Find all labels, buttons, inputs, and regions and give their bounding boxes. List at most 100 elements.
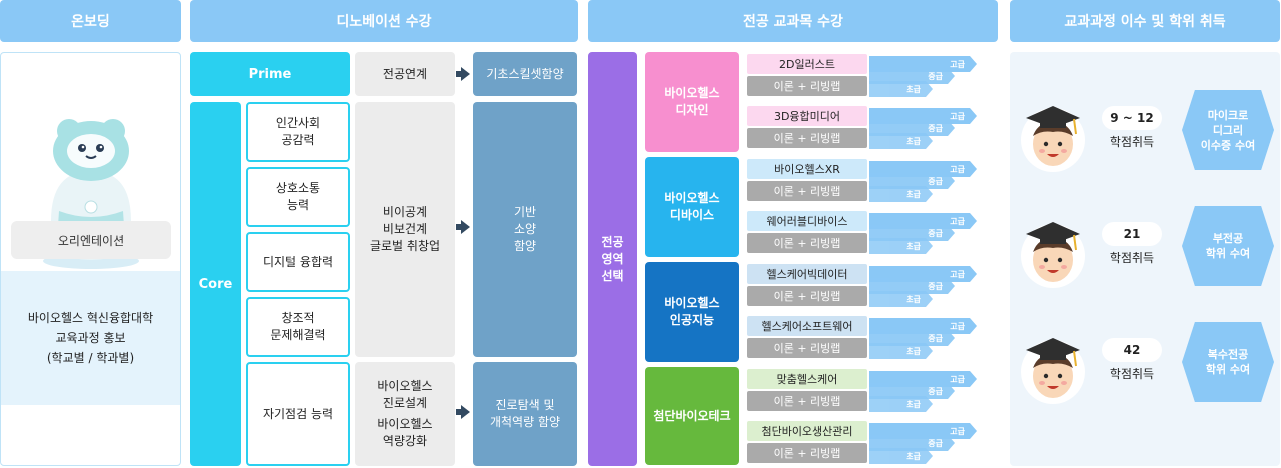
course-theory-lab: 이론 + 리빙랩 — [747, 443, 867, 463]
promo-box: 바이오헬스 혁신융합대학 교육과정 홍보 (학교별 / 학과별) — [1, 271, 180, 405]
core-label: Core — [190, 102, 241, 466]
core-mid-text: 비보건계 — [382, 222, 428, 236]
award-text: 디그리 — [1212, 123, 1244, 137]
graduate-avatar-icon — [1021, 338, 1085, 404]
core-item-selfcheck: 자기점검 능력 — [246, 362, 350, 466]
award-text: 이수증 수여 — [1200, 138, 1256, 152]
credit-label: 학점취득 — [1109, 134, 1155, 149]
level-arrow: 초급 — [869, 81, 933, 97]
onboarding-panel: 오리엔테이션 바이오헬스 혁신융합대학 교육과정 홍보 (학교별 / 학과별) — [0, 52, 181, 466]
graduate-avatar-icon — [1021, 106, 1085, 172]
award-text: 학위 수여 — [1205, 247, 1251, 260]
prime-goal: 기초스킬셋함양 — [473, 52, 577, 96]
major-category-text: 디자인 — [675, 103, 709, 117]
level-arrow: 중급 — [869, 383, 955, 399]
header-dinnovation: 디노베이션 수강 — [190, 0, 578, 42]
core-mid-text: 진로설계 — [382, 396, 428, 410]
course-name: 헬스케어빅데이터 — [747, 264, 867, 284]
core-goal-text: 기반 — [513, 205, 537, 219]
arrow-icon — [456, 67, 470, 81]
course-name: 첨단바이오생산관리 — [747, 421, 867, 441]
course-theory-lab: 이론 + 리빙랩 — [747, 233, 867, 253]
course-theory-lab: 이론 + 리빙랩 — [747, 338, 867, 358]
award-text: 부전공 — [1212, 232, 1244, 245]
level-arrow: 초급 — [869, 396, 933, 412]
major-category-text: 바이오헬스 — [664, 191, 720, 205]
major-category-text: 바이오헬스 — [664, 296, 720, 310]
core-item-digital: 디지털 융합력 — [246, 232, 350, 292]
level-arrow: 중급 — [869, 120, 955, 136]
course-theory-lab: 이론 + 리빙랩 — [747, 286, 867, 306]
core-item-text: 창조적 — [281, 311, 315, 325]
core-item-communication: 상호소통 능력 — [246, 167, 350, 227]
header-major: 전공 교과목 수강 — [588, 0, 998, 42]
header-graduation: 교과과정 이수 및 학위 취득 — [1010, 0, 1280, 42]
level-arrow: 중급 — [869, 278, 955, 294]
course-name: 3D융합미디어 — [747, 106, 867, 126]
core-goal-2: 진로탐색 및 개척역량 함양 — [473, 362, 577, 466]
major-category-text: 첨단바이오테크 — [653, 408, 731, 423]
promo-line-3: (학교별 / 학과별) — [46, 351, 135, 365]
core-item-text: 문제해결력 — [270, 328, 326, 342]
core-item-empathy: 인간사회 공감력 — [246, 102, 350, 162]
level-arrow: 초급 — [869, 448, 933, 464]
credit-label: 학점취득 — [1109, 366, 1155, 381]
level-arrow: 중급 — [869, 68, 955, 84]
core-mid-text: 바이오헬스 — [377, 379, 433, 393]
orientation-box: 오리엔테이션 — [11, 221, 171, 259]
major-select: 전공 영역 선택 — [588, 52, 637, 466]
level-arrow: 초급 — [869, 291, 933, 307]
course-theory-lab: 이론 + 리빙랩 — [747, 128, 867, 148]
level-arrow: 중급 — [869, 173, 955, 189]
core-goal-text: 개척역량 함양 — [489, 415, 561, 429]
core-item-creative: 창조적 문제해결력 — [246, 297, 350, 357]
header-onboarding: 온보딩 — [0, 0, 181, 42]
core-goal-text: 진로탐색 및 — [495, 398, 555, 412]
award-text: 학위 수여 — [1205, 363, 1251, 376]
core-mid-1: 비이공계 비보건계 글로벌 취창업 — [355, 102, 455, 357]
core-goal-1: 기반 소양 함양 — [473, 102, 577, 357]
level-arrow: 중급 — [869, 435, 955, 451]
core-mid-text: 바이오헬스 — [377, 417, 433, 431]
level-arrow: 초급 — [869, 186, 933, 202]
course-theory-lab: 이론 + 리빙랩 — [747, 181, 867, 201]
course-theory-lab: 이론 + 리빙랩 — [747, 391, 867, 411]
course-name: 웨어러블디바이스 — [747, 211, 867, 231]
course-theory-lab: 이론 + 리빙랩 — [747, 76, 867, 96]
major-select-text: 선택 — [601, 268, 624, 283]
course-name: 바이오헬스XR — [747, 159, 867, 179]
core-goal-text: 소양 — [513, 222, 537, 236]
promo-line-2: 교육과정 홍보 — [55, 331, 126, 345]
arrow-icon — [456, 405, 470, 419]
level-arrow: 초급 — [869, 133, 933, 149]
core-mid-text: 역량강화 — [382, 434, 428, 448]
core-item-text: 자기점검 능력 — [262, 406, 334, 421]
course-name: 2D일러스트 — [747, 54, 867, 74]
core-goal-text: 함양 — [513, 239, 537, 253]
core-mid-2: 바이오헬스 진로설계 바이오헬스 역량강화 — [355, 362, 455, 466]
award-text: 마이크로 — [1207, 108, 1249, 122]
core-item-text: 디지털 융합력 — [262, 254, 334, 269]
major-category-text: 인공지능 — [669, 313, 715, 327]
level-arrow: 중급 — [869, 225, 955, 241]
credit-count: 21 — [1102, 222, 1162, 246]
level-arrow: 중급 — [869, 330, 955, 346]
graduate-avatar-icon — [1021, 222, 1085, 288]
credit-label: 학점취득 — [1109, 250, 1155, 265]
credit-count: 9 ~ 12 — [1102, 106, 1162, 130]
major-category-text: 바이오헬스 — [664, 86, 720, 100]
award-text: 복수전공 — [1207, 348, 1249, 361]
level-arrow: 초급 — [869, 343, 933, 359]
